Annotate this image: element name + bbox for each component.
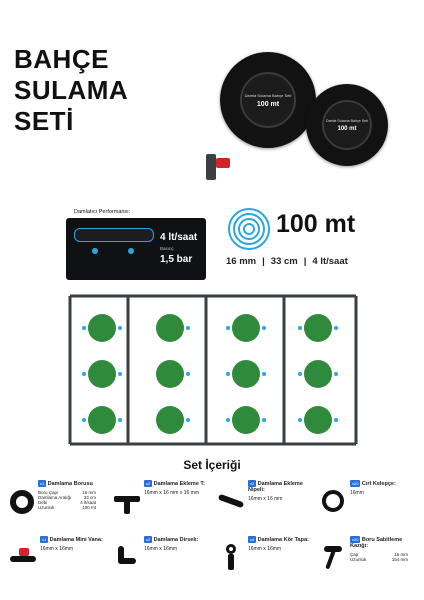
item-elbow: x2 Damlama Dirsek: 16mm x 16mm [114, 536, 214, 588]
irrigation-layout [60, 284, 366, 454]
item-end-plug: x4 Damlama Kör Tapa: 16mm x 16mm [218, 536, 318, 588]
end-plug-icon [222, 544, 240, 572]
item-clamp: x20 Cırt Kelepçe: 16mm [322, 480, 414, 532]
nipple-fitting-icon [217, 492, 245, 512]
item-tee: x2 Damlama Ekleme T: 16mm x 16 mm x 16 m… [114, 480, 214, 532]
hose-length: 100 mt [276, 210, 356, 238]
ground-stake-icon [324, 544, 346, 572]
drop-icon [128, 248, 134, 254]
reel-label-main: Damla Sulama Bahçe Seti 100 mt [240, 72, 296, 128]
performance-pressure-label: Basınç [160, 246, 174, 251]
hose-specs: 16 mm | 33 cm | 4 lt/saat [226, 256, 348, 267]
hose-flow: 4 lt/saat [312, 256, 348, 267]
performance-pressure: 1,5 bar [160, 254, 193, 265]
elbow-fitting-icon [114, 544, 140, 570]
hose-diameter: 16 mm [226, 256, 257, 267]
set-content-title: Set İçeriği [183, 458, 241, 472]
item-nipple: x2 Damlama Ekleme Nipeli: 16mm x 16 mm [217, 480, 318, 532]
item-valve: x1 Damlama Mini Vana: 16mm x 16mm [10, 536, 110, 588]
drop-icon [92, 248, 98, 254]
coil-hose-icon [10, 490, 34, 514]
performance-flow: 4 lt/saat [160, 232, 198, 243]
hose-reel-main: Damla Sulama Bahçe Seti 100 mt [220, 52, 316, 148]
clamp-icon [322, 490, 344, 512]
mini-valve-top [204, 148, 234, 182]
performance-heading: Damlatıcı Performansı: [72, 209, 133, 215]
hose-spacing: 33 cm [270, 256, 298, 267]
reel-label-small: Damla Sulama Bahçe Seti 100 mt [322, 100, 372, 150]
performance-card: Damlatıcı Performansı: 4 lt/saat Basınç … [66, 209, 206, 280]
tee-fitting-icon [114, 490, 140, 514]
mini-valve-icon [10, 546, 36, 570]
performance-hose-icon [74, 228, 154, 242]
page-title: BAHÇE SULAMA SETİ [14, 44, 129, 136]
hose-reel-small: Damla Sulama Bahçe Seti 100 mt [306, 84, 388, 166]
hose-coil-icon [226, 206, 272, 252]
